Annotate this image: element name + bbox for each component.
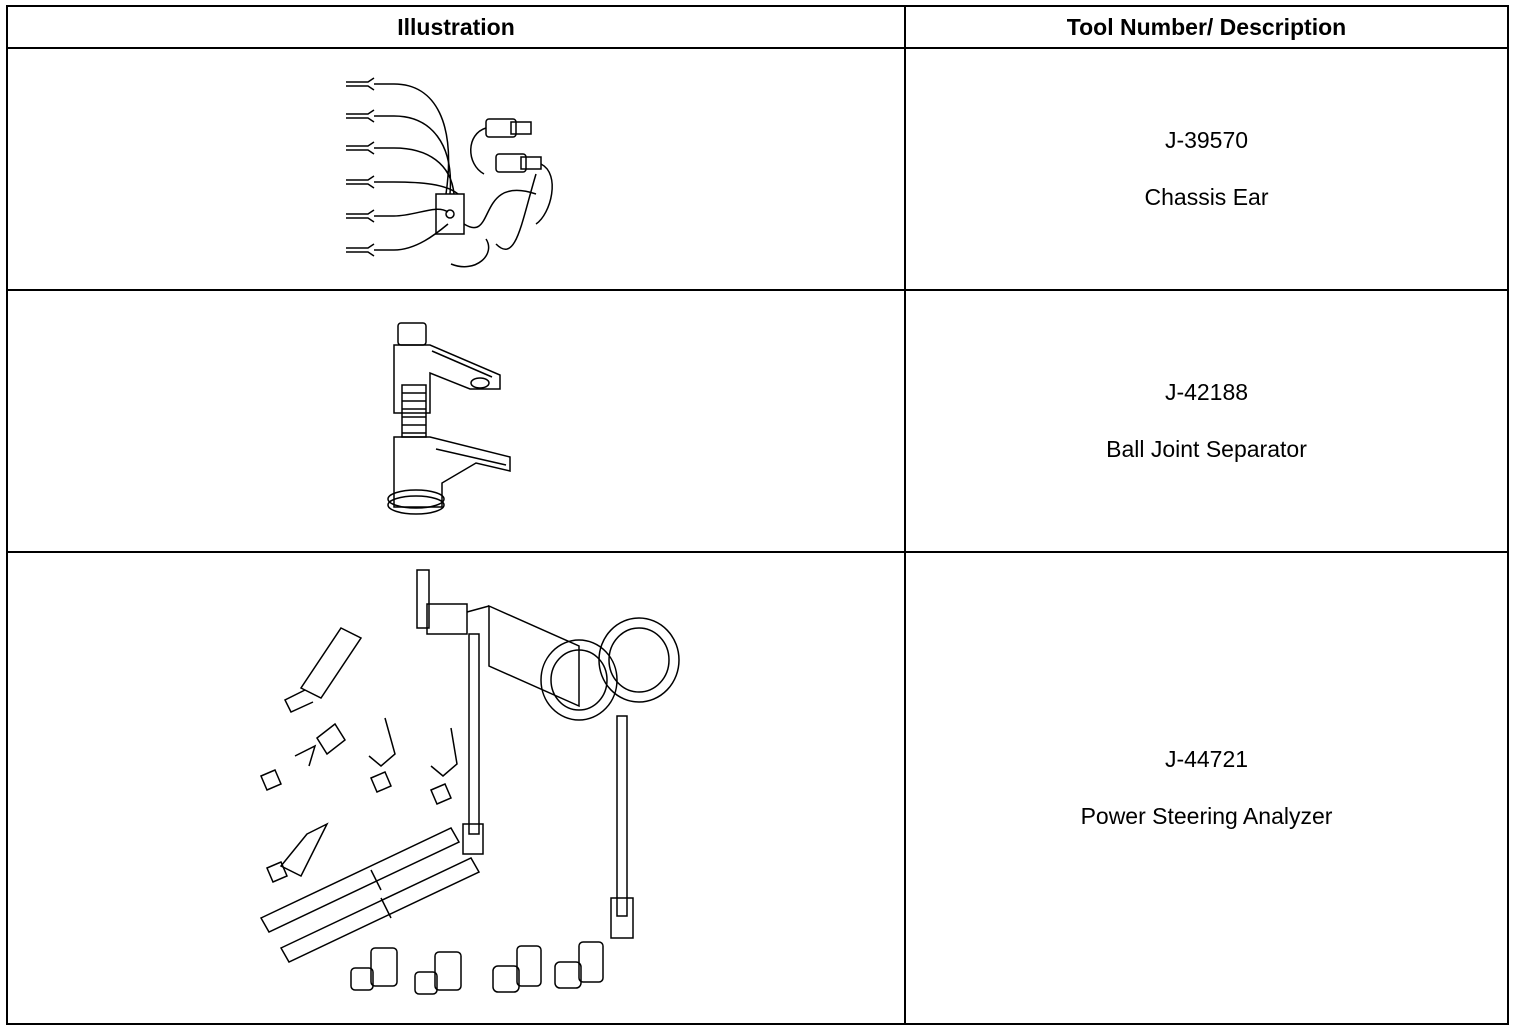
chassis-ear-illustration	[336, 64, 576, 274]
tool-table: Illustration Tool Number/ Description	[6, 5, 1509, 1025]
table-row: J-44721 Power Steering Analyzer	[6, 551, 1509, 1025]
illustration-cell	[6, 551, 906, 1025]
table-row: J-39570 Chassis Ear	[6, 47, 1509, 291]
header-tool-number-description: Tool Number/ Description	[904, 5, 1509, 49]
tool-description: Power Steering Analyzer	[1080, 803, 1333, 829]
table-row: J-42188 Ball Joint Separator	[6, 289, 1509, 553]
header-illustration: Illustration	[6, 5, 906, 49]
illustration-cell	[6, 289, 906, 553]
illustration-cell	[6, 47, 906, 291]
table-header-row: Illustration Tool Number/ Description	[6, 5, 1509, 49]
power-steering-analyzer-illustration	[221, 568, 691, 1008]
description-cell: J-44721 Power Steering Analyzer	[904, 551, 1509, 1025]
tool-number: J-42188	[1164, 379, 1249, 405]
tool-number: J-39570	[1164, 127, 1249, 153]
description-cell: J-42188 Ball Joint Separator	[904, 289, 1509, 553]
tool-number: J-44721	[1164, 746, 1249, 772]
ball-joint-separator-illustration	[376, 321, 536, 521]
description-cell: J-39570 Chassis Ear	[904, 47, 1509, 291]
tool-description: Chassis Ear	[1144, 184, 1269, 210]
tool-description: Ball Joint Separator	[1106, 436, 1307, 462]
